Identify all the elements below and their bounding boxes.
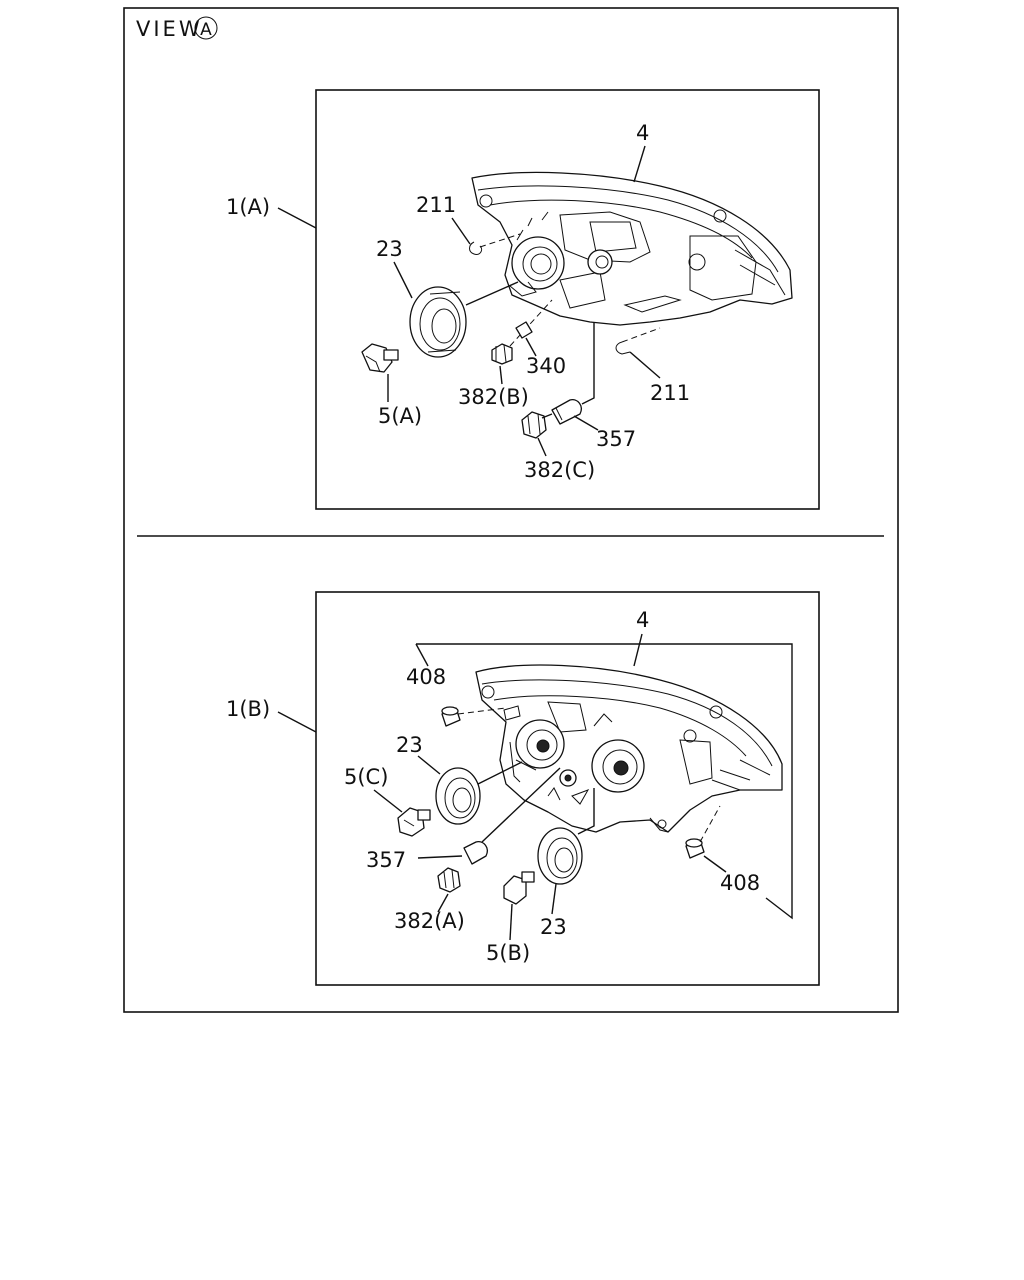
callout-408-upper: 408 — [406, 665, 446, 689]
callout-382c: 382(C) — [524, 458, 595, 482]
headlamp-housing-b — [475, 664, 783, 833]
top-panel: 1(A) 4 211 — [226, 89, 820, 510]
outer-frame — [123, 7, 899, 1013]
bulb-5a — [361, 343, 399, 373]
socket-382c — [521, 411, 553, 439]
callout-408-lower: 408 — [720, 871, 760, 895]
callout-5c: 5(C) — [344, 765, 388, 789]
callout-382a: 382(A) — [394, 909, 465, 933]
bottom-panel-box — [315, 591, 820, 986]
callout-357-bottom: 357 — [366, 848, 406, 872]
callout-357-top: 357 — [596, 427, 636, 451]
callout-23-top: 23 — [376, 237, 403, 261]
socket-382a — [437, 867, 461, 893]
callout-382b: 382(B) — [458, 385, 529, 409]
socket-cover-23 — [409, 286, 467, 358]
top-panel-box — [315, 89, 820, 510]
headlamp-housing-a — [471, 171, 793, 326]
assembly-label-b: 1(B) — [226, 697, 270, 721]
view-marker: A — [194, 16, 218, 40]
bracket-line — [416, 643, 793, 920]
callout-211-lower: 211 — [650, 381, 690, 405]
view-title: VIEW — [136, 17, 203, 41]
callout-23-left: 23 — [396, 733, 423, 757]
socket-cover-23-left — [435, 767, 481, 825]
socket-cover-23-right — [537, 827, 583, 885]
bottom-panel: 1(B) — [226, 591, 820, 986]
callout-211-upper: 211 — [416, 193, 456, 217]
view-marker-letter: A — [200, 20, 212, 40]
bulb-5b — [503, 871, 535, 905]
callout-5a: 5(A) — [378, 404, 422, 428]
callout-4-bottom: 4 — [636, 608, 649, 632]
callout-5b: 5(B) — [486, 941, 530, 965]
callout-340: 340 — [526, 354, 566, 378]
assembly-label-a: 1(A) — [226, 195, 270, 219]
clip-211-lower — [615, 341, 631, 355]
bulb-5c — [397, 807, 431, 837]
cap-408-lower — [685, 838, 705, 859]
leader-1b — [277, 711, 317, 733]
wedge-bulb-340 — [515, 321, 533, 339]
callout-4-top: 4 — [636, 121, 649, 145]
cap-408-upper — [441, 706, 461, 727]
socket-382b — [491, 343, 513, 365]
bulb-357-top — [551, 399, 582, 425]
leader-1a — [277, 207, 317, 229]
clip-211-upper — [469, 241, 483, 255]
bulb-357-bottom — [463, 841, 488, 865]
callout-23-right: 23 — [540, 915, 567, 939]
